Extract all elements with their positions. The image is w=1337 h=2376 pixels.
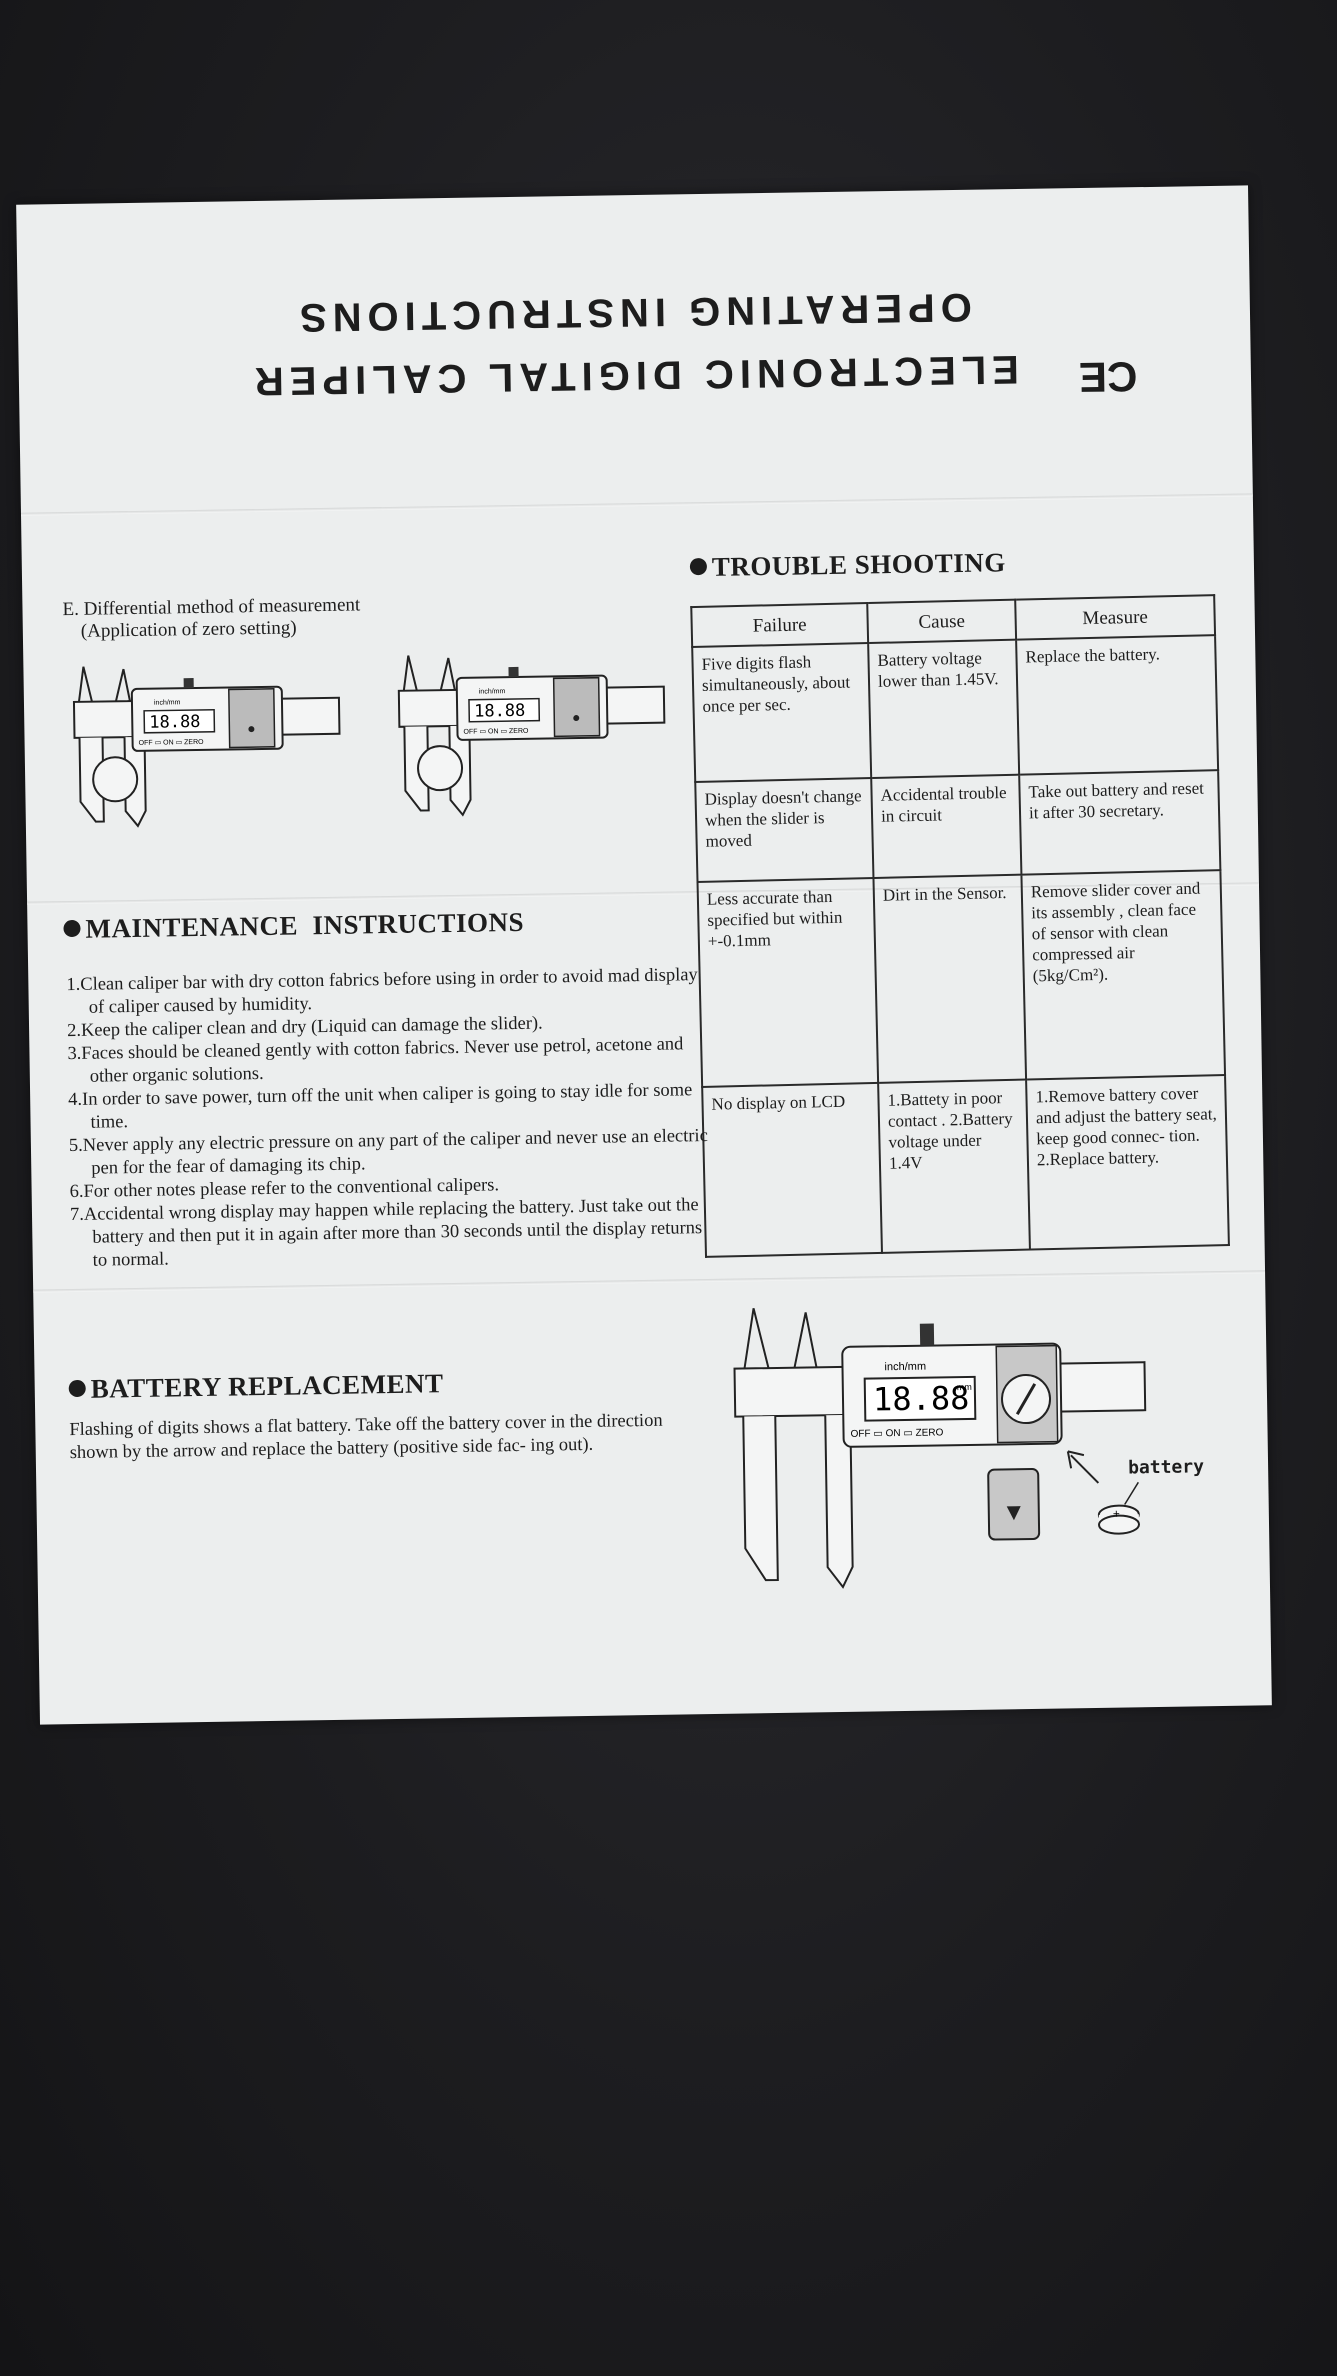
table-row: Display doesn't change when the slider i… <box>695 770 1221 882</box>
battery-heading-text: BATTERY REPLACEMENT <box>90 1368 444 1404</box>
plus-sign: + <box>1113 1507 1120 1521</box>
fold-line <box>33 1270 1266 1293</box>
troubleshooting-table: Failure Cause Measure Five digits flash … <box>690 594 1230 1258</box>
cause-cell: Dirt in the Sensor. <box>873 874 1027 1083</box>
lcd-unit: mm <box>957 1382 972 1392</box>
table-row: No display on LCD 1.Battety in poor cont… <box>702 1075 1229 1257</box>
unit-label: inch/mm <box>154 699 181 706</box>
bullet-icon <box>68 1379 86 1398</box>
failure-cell: Display doesn't change when the slider i… <box>695 778 874 882</box>
differential-title: E. Differential method of measurement <box>62 594 361 621</box>
maintenance-heading: MAINTENANCE INSTRUCTIONS <box>63 907 524 945</box>
off-on-zero-label: OFF ▭ ON ▭ ZERO <box>850 1427 943 1439</box>
cause-cell: Accidental trouble in circuit <box>871 774 1022 878</box>
measure-cell: Take out battery and reset it after 30 s… <box>1019 770 1221 875</box>
caliper-illustration-1: 18.88 inch/mm OFF ▭ ON ▭ ZERO <box>53 658 346 833</box>
cause-cell: 1.Battety in poor contact . 2.Battery vo… <box>878 1079 1030 1253</box>
maintenance-list: 1.Clean caliper bar with dry cotton fabr… <box>66 964 711 1273</box>
bullet-icon <box>689 557 708 576</box>
unit-label: inch/mm <box>479 688 506 695</box>
caliper-illustration-2: 18.88 inch/mm OFF ▭ ON ▭ ZERO <box>378 647 671 822</box>
differential-method-caption: E. Differential method of measurement (A… <box>62 594 360 643</box>
measure-cell: Remove slider cover and its assembly , c… <box>1021 870 1226 1080</box>
differential-subtitle: (Application of zero setting) <box>80 617 297 642</box>
caliper-battery-illustration: 18.88 mm inch/mm OFF ▭ ON ▭ ZERO + <box>723 1292 1168 1599</box>
bullet-icon <box>63 919 81 938</box>
column-header-failure: Failure <box>691 603 869 648</box>
title-line-1: ELECTRONIC DIGITAL CALIPER <box>248 347 1020 404</box>
fold-line <box>20 493 1253 516</box>
leaflet-title-upside-down: ELECTRONIC DIGITAL CALIPER OPERATING INS… <box>67 226 1200 444</box>
ce-mark: CE <box>1078 353 1138 402</box>
maintenance-heading-text: MAINTENANCE INSTRUCTIONS <box>85 906 525 944</box>
failure-cell: Less accurate than specified but within … <box>697 877 879 1087</box>
measure-cell: 1.Remove battery cover and adjust the ba… <box>1026 1075 1229 1250</box>
column-header-measure: Measure <box>1015 595 1216 640</box>
table-row: Five digits flash simultaneously, about … <box>692 635 1219 783</box>
off-on-label: OFF ▭ ON ▭ ZERO <box>139 739 205 747</box>
measure-cell: Replace the battery. <box>1016 635 1219 775</box>
off-on-label: OFF ▭ ON ▭ ZERO <box>463 728 529 736</box>
battery-heading: BATTERY REPLACEMENT <box>68 1368 444 1405</box>
column-header-cause: Cause <box>867 599 1017 644</box>
lcd-reading: 18.88 <box>474 701 525 722</box>
failure-cell: No display on LCD <box>702 1082 882 1257</box>
title-line-2: OPERATING INSTRUCTIONS <box>293 284 973 340</box>
battery-label: battery <box>1127 1456 1205 1479</box>
lcd-reading: 18.88 <box>873 1379 970 1419</box>
cause-cell: Battery voltage lower than 1.45V. <box>868 639 1020 779</box>
battery-description: Flashing of digits shows a flat battery.… <box>69 1410 663 1464</box>
lcd-reading: 18.88 <box>149 712 200 733</box>
list-item: 7.Accidental wrong display may happen wh… <box>69 1195 703 1271</box>
failure-cell: Five digits flash simultaneously, about … <box>692 643 872 783</box>
troubleshooting-heading: TROUBLE SHOOTING <box>689 547 1006 583</box>
instruction-leaflet: ELECTRONIC DIGITAL CALIPER OPERATING INS… <box>16 185 1272 1725</box>
table-row: Less accurate than specified but within … <box>697 870 1226 1087</box>
unit-label: inch/mm <box>884 1361 926 1374</box>
troubleshooting-heading-text: TROUBLE SHOOTING <box>711 547 1006 582</box>
